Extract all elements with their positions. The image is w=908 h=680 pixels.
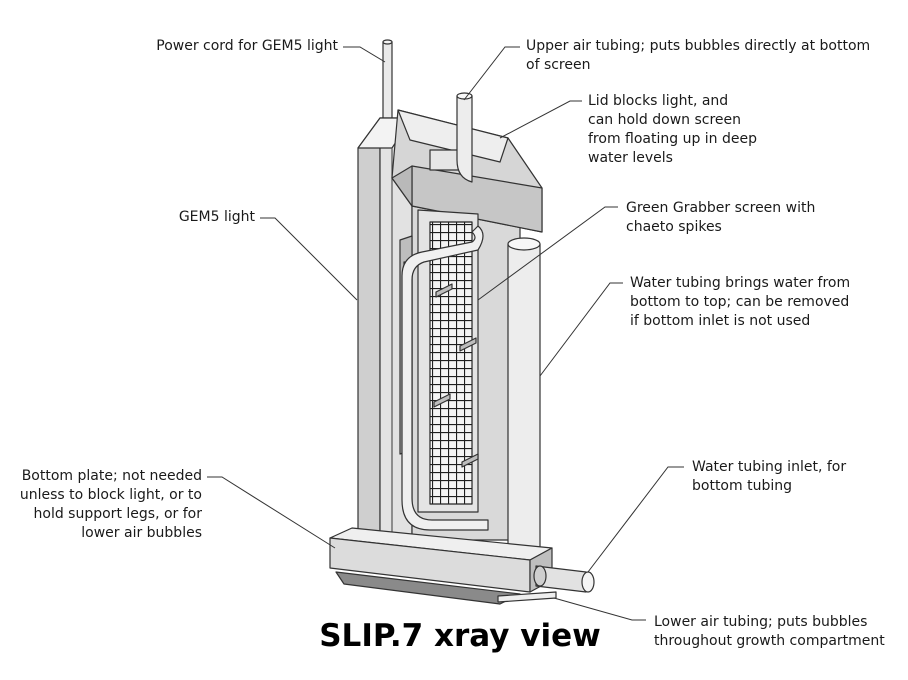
callout-water-tubing: Water tubing brings water from bottom to…: [630, 275, 851, 329]
callout-lower-air-tubing: Lower air tubing; puts bubbles throughou…: [654, 614, 885, 649]
lower-air-tubing: [497, 591, 557, 603]
chaeto-spikes: [433, 283, 479, 468]
callout-green-grabber-screen: Green Grabber screen with chaeto spikes: [626, 200, 816, 235]
leader-upper-air: [463, 46, 520, 101]
diagram-title: SLIP.7 xray view: [319, 618, 601, 654]
leader-inlet: [587, 466, 684, 573]
callout-upper-air-tubing: Upper air tubing; puts bubbles directly …: [526, 38, 871, 73]
gem5-light-column: [357, 117, 381, 561]
leader-screen: [477, 206, 618, 301]
leader-gem5: [260, 217, 358, 301]
callout-bottom-plate: Bottom plate; not needed unless to block…: [19, 468, 202, 541]
power-cord: [382, 41, 393, 131]
leader-water-tubing: [539, 282, 623, 377]
leader-bottom-plate: [207, 476, 336, 549]
callout-lid: Lid blocks light, and can hold down scre…: [588, 93, 758, 166]
callout-power-cord: Power cord for GEM5 light: [156, 38, 338, 54]
water-tubing: [507, 243, 541, 549]
callout-gem5-light: GEM5 light: [178, 209, 255, 225]
leader-lid: [499, 100, 582, 139]
callout-water-tubing-inlet: Water tubing inlet, for bottom tubing: [692, 459, 847, 494]
leader-lower-air: [553, 597, 646, 621]
upper-air-tubing: [456, 95, 473, 183]
inner-air-tubing: [401, 225, 489, 531]
leader-power-cord: [343, 46, 386, 63]
green-grabber-screen: [429, 221, 473, 505]
